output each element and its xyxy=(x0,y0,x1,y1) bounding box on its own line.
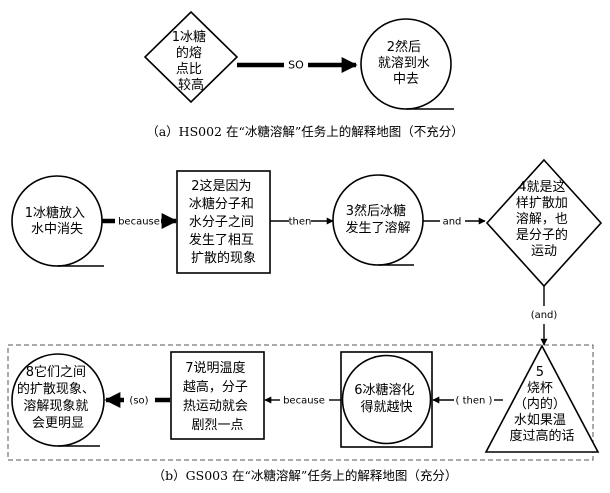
edge-b1-b2-label: because xyxy=(118,217,160,228)
node-b2-text: 2这是因为 冰糖分子和 水分子之间 发生了相互 扩散的现象 xyxy=(189,178,258,266)
caption-a: （a）HS002 在“冰糖溶解”任务上的解释地图（不充分） xyxy=(146,124,464,139)
edge-b7-b8-label: (so) xyxy=(129,396,148,407)
edge-b5-b6: ( then ) xyxy=(432,396,503,407)
edge-b4-b5: (and) xyxy=(531,286,558,346)
node-b3-text: 3然后冰糖 发生了溶解 xyxy=(345,203,410,236)
panel-b: 1冰糖放入 水中消失 because 2这是因为 冰糖分子和 水分子之间 发生了… xyxy=(7,158,603,483)
node-b1-circle xyxy=(11,175,103,267)
node-b4: 4就是这 样扩散加 溶解，也 是分子的 运动 xyxy=(485,158,603,288)
node-a1: 1冰糖 的熔 点比 较高 xyxy=(143,10,239,104)
node-b6-text: 6冰糖溶化 得就越快 xyxy=(354,382,418,415)
node-a1-text: 1冰糖 的熔 点比 较高 xyxy=(172,29,210,93)
edge-b3-b4: and xyxy=(423,217,486,228)
edge-a1-a2: SO xyxy=(237,57,358,73)
node-a2-text: 2然后 就溶到水 中去 xyxy=(378,39,434,87)
node-b3-circle xyxy=(332,174,424,266)
edge-b6-b7-label: because xyxy=(283,396,325,407)
node-a2: 2然后 就溶到水 中去 xyxy=(360,18,454,110)
edge-a1-a2-label: SO xyxy=(288,59,304,72)
node-b7-box xyxy=(170,351,265,440)
node-b4-text: 4就是这 样扩散加 溶解，也 是分子的 运动 xyxy=(516,179,572,259)
node-b6-circle xyxy=(341,354,432,445)
node-b1-text: 1冰糖放入 水中消失 xyxy=(25,205,89,237)
edge-b1-b2: because xyxy=(102,213,178,229)
node-b8-text: 8它们之间 的扩散现象、 溶解现象就 会更明显 xyxy=(17,364,99,431)
edge-b7-b8: (so) xyxy=(104,392,170,408)
dashed-frame xyxy=(7,344,594,461)
node-b5: 5 烧杯 （内的） 水如果温 度过高的话 xyxy=(484,344,600,453)
caption-b: （b）GS003 在“冰糖溶解”任务上的解释地图（充分） xyxy=(153,468,458,483)
node-b5-triangle xyxy=(484,344,600,453)
node-b7: 7说明温度 越高，分子 热运动就会 剧烈一点 xyxy=(170,351,265,440)
node-b6: 6冰糖溶化 得就越快 xyxy=(340,351,433,448)
node-b1: 1冰糖放入 水中消失 xyxy=(11,175,104,267)
node-a1-diamond xyxy=(143,10,239,104)
edge-b5-b6-label: ( then ) xyxy=(456,396,493,407)
node-b7-text: 7说明温度 越高，分子 热运动就会 剧烈一点 xyxy=(183,360,252,433)
edge-b3-b4-label: and xyxy=(443,217,462,228)
edge-b2-b3-label: then xyxy=(289,217,312,228)
edge-b6-b7: because xyxy=(264,396,341,407)
node-b2: 2这是因为 冰糖分子和 水分子之间 发生了相互 扩散的现象 xyxy=(176,170,271,274)
edge-b2-b3: then xyxy=(270,217,334,228)
edge-b4-b5-label: (and) xyxy=(531,310,558,321)
node-b3: 3然后冰糖 发生了溶解 xyxy=(332,174,424,266)
node-b8: 8它们之间 的扩散现象、 溶解现象就 会更明显 xyxy=(11,353,105,447)
panel-a: 1冰糖 的熔 点比 较高 SO 2然后 就溶到水 中去 （a）HS002 在“冰… xyxy=(143,10,464,139)
node-b5-text: 5 烧杯 （内的） 水如果温 度过高的话 xyxy=(509,365,574,444)
node-b2-box xyxy=(176,170,271,274)
